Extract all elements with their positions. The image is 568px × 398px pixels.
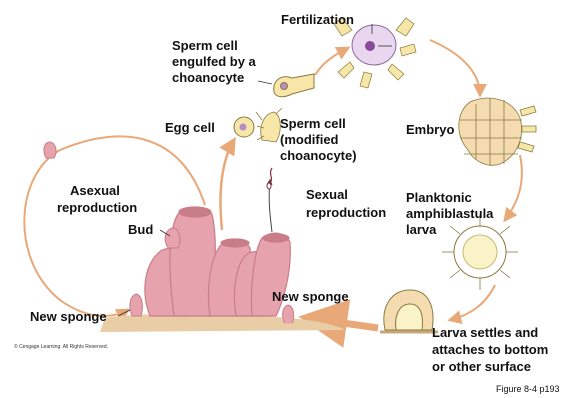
- choanocyte-cluster: [256, 108, 282, 142]
- sperm-engulfed-choanocyte: [274, 74, 314, 97]
- label-planktonic-2: amphiblastula: [406, 206, 493, 221]
- label-planktonic-1: Planktonic: [406, 190, 472, 205]
- label-bud: Bud: [128, 222, 153, 237]
- label-sexual-2: reproduction: [306, 205, 386, 220]
- adult-sponge: [145, 207, 290, 316]
- label-asexual-1: Asexual: [70, 183, 120, 198]
- egg-cell: [234, 117, 254, 137]
- new-sponge-left: [130, 294, 142, 316]
- label-larva-settles-3: or other surface: [432, 359, 531, 374]
- engulfed-leader: [258, 81, 272, 84]
- larva-to-settled-arrow: [450, 285, 495, 320]
- label-sperm-cell-3: choanocyte): [280, 148, 357, 163]
- label-sperm-engulfed-1: Sperm cell: [172, 38, 238, 53]
- label-new-sponge-right: New sponge: [272, 289, 349, 304]
- figure-caption: Figure 8-4 p193: [496, 384, 560, 394]
- embryo-to-larva-arrow: [505, 155, 522, 220]
- label-sperm-engulfed-3: choanocyte: [172, 70, 244, 85]
- detached-bud: [44, 142, 56, 158]
- label-planktonic-3: larva: [406, 222, 436, 237]
- label-egg-cell: Egg cell: [165, 120, 215, 135]
- new-sponge-right: [283, 305, 294, 324]
- settled-larva: [380, 290, 438, 332]
- label-sexual-1: Sexual: [306, 187, 348, 202]
- amphiblastula-larva: [442, 214, 518, 290]
- label-new-sponge-left: New sponge: [30, 309, 107, 324]
- label-larva-settles-2: attaches to bottom: [432, 342, 548, 357]
- fertilization-to-embryo-arrow: [430, 40, 480, 95]
- label-embryo: Embryo: [406, 122, 454, 137]
- label-sperm-cell-1: Sperm cell: [280, 116, 346, 131]
- label-sperm-cell-2: (modified: [280, 132, 339, 147]
- label-asexual-2: reproduction: [57, 200, 137, 215]
- label-larva-settles-1: Larva settles and: [432, 325, 538, 340]
- embryo: [459, 98, 522, 166]
- sperm-cell-head: [267, 183, 271, 189]
- copyright-notice: © Cengage Learning. All Rights Reserved.: [14, 344, 108, 350]
- label-sperm-engulfed-2: engulfed by a: [172, 54, 256, 69]
- label-fertilization: Fertilization: [281, 12, 354, 27]
- bud: [165, 228, 180, 248]
- sponge-to-egg-arrow: [221, 140, 235, 230]
- fertilization-zygote: [334, 18, 416, 88]
